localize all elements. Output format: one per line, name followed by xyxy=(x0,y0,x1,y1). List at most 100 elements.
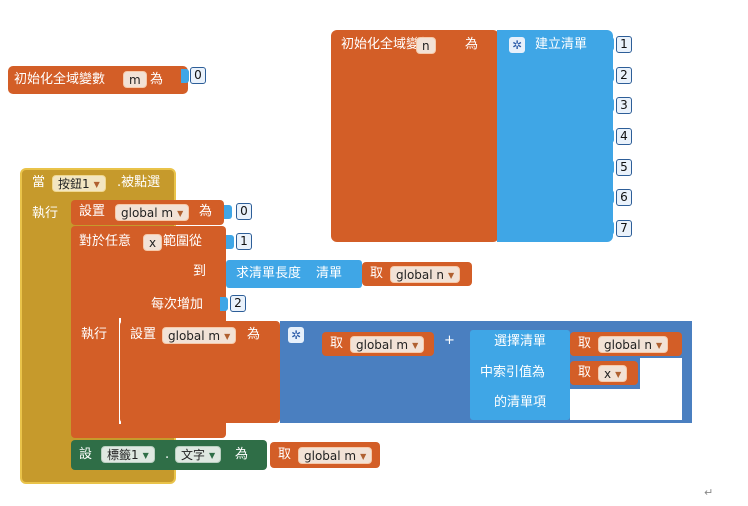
component-name: 按鈕1 xyxy=(58,177,90,191)
init-global-m-block[interactable]: 初始化全域變數 m 為 xyxy=(8,66,188,94)
set-label-text-block[interactable]: 設 標籤1▼ . 文字▼ 為 xyxy=(71,440,267,470)
range-label: 範圍從 xyxy=(163,234,203,249)
list-item-blank xyxy=(570,389,682,420)
get-label: 取 xyxy=(370,266,384,281)
number-0[interactable]: 0 xyxy=(236,203,252,220)
init-label: 初始化全域變數 xyxy=(341,37,433,52)
set-label: 設 xyxy=(79,447,93,462)
corner-mark: ↵ xyxy=(704,486,714,499)
var-name: x xyxy=(604,367,612,381)
socket-connector xyxy=(224,205,232,219)
chevron-down-icon: ▼ xyxy=(224,332,231,341)
list-item-blank-2 xyxy=(640,358,682,389)
plus-sign: + xyxy=(444,333,455,348)
list-item-number[interactable]: 5 xyxy=(616,159,632,176)
socket-connector xyxy=(220,297,228,311)
get-global-n-block[interactable]: 取 global n▼ xyxy=(570,332,682,356)
number-0[interactable]: 0 xyxy=(190,67,206,84)
var-name: global n xyxy=(396,268,445,282)
item-label: 的清單項 xyxy=(494,395,547,410)
chevron-down-icon: ▼ xyxy=(360,452,367,461)
select-label: 選擇清單 xyxy=(494,334,547,349)
list-item-number[interactable]: 7 xyxy=(616,220,632,237)
dot: . xyxy=(165,447,170,462)
as-label: 為 xyxy=(235,447,249,462)
as-label: 為 xyxy=(150,72,164,87)
step-2[interactable]: 2 xyxy=(230,295,246,312)
socket-connector xyxy=(606,190,614,204)
make-list-label: 建立清單 xyxy=(535,37,588,52)
get-global-m-block[interactable]: 取 global m▼ xyxy=(270,442,380,468)
length-of-list-block[interactable]: 求清單長度 清單 xyxy=(226,260,362,288)
property-dropdown[interactable]: 文字▼ xyxy=(175,446,222,463)
var-dropdown[interactable]: x▼ xyxy=(598,365,628,382)
get-label: 取 xyxy=(330,336,344,351)
chevron-down-icon: ▼ xyxy=(615,370,622,379)
socket-connector xyxy=(606,160,614,174)
as-label: 為 xyxy=(465,37,479,52)
property-name: 文字 xyxy=(181,448,206,462)
as-label: 為 xyxy=(247,327,261,342)
make-list-block[interactable]: ✲ 建立清單 xyxy=(497,30,613,242)
list-item-number[interactable]: 6 xyxy=(616,189,632,206)
socket-connector xyxy=(606,98,614,112)
component-name: 標籤1 xyxy=(107,448,139,462)
index-label: 中索引值為 xyxy=(480,365,546,380)
var-dropdown[interactable]: global n▼ xyxy=(598,336,669,353)
select-list-item-block[interactable]: 選擇清單 中索引值為 的清單項 xyxy=(470,330,570,420)
get-label: 取 xyxy=(578,336,592,351)
chevron-down-icon: ▼ xyxy=(177,209,184,218)
var-dropdown[interactable]: global n▼ xyxy=(390,266,461,283)
get-global-m-block[interactable]: 取 global m▼ xyxy=(322,332,434,356)
var-dropdown[interactable]: global m▼ xyxy=(298,447,373,464)
var-name: global m xyxy=(304,449,357,463)
chevron-down-icon: ▼ xyxy=(209,451,216,460)
get-label: 取 xyxy=(278,447,292,462)
gear-icon[interactable]: ✲ xyxy=(288,327,304,343)
loop-var-x[interactable]: x xyxy=(143,234,163,251)
socket-connector xyxy=(606,68,614,82)
range-from-1[interactable]: 1 xyxy=(236,233,252,250)
socket-connector xyxy=(181,69,189,83)
component-dropdown[interactable]: 標籤1▼ xyxy=(101,446,155,463)
do-label: 執行 xyxy=(81,327,108,342)
list-item-number[interactable]: 4 xyxy=(616,128,632,145)
step-label: 每次增加 xyxy=(151,297,204,312)
get-global-n-block[interactable]: 取 global n▼ xyxy=(362,262,472,286)
gear-icon[interactable]: ✲ xyxy=(509,37,525,53)
socket-connector xyxy=(606,221,614,235)
socket-connector xyxy=(606,37,614,51)
chevron-down-icon: ▼ xyxy=(448,271,455,280)
var-name-n[interactable]: n xyxy=(416,37,436,54)
var-dropdown[interactable]: global m▼ xyxy=(162,327,237,344)
as-label: 為 xyxy=(199,204,213,219)
var-name: global m xyxy=(356,338,409,352)
component-dropdown[interactable]: 按鈕1▼ xyxy=(52,175,106,192)
set-global-m-block[interactable]: 設置 global m▼ 為 xyxy=(71,200,224,225)
get-label: 取 xyxy=(578,365,592,380)
list-item-number[interactable]: 3 xyxy=(616,97,632,114)
to-label: 到 xyxy=(193,264,207,279)
inner-set-global-m-block[interactable]: 設置 global m▼ 為 xyxy=(120,321,280,423)
chevron-down-icon: ▼ xyxy=(142,451,149,460)
set-label: 設置 xyxy=(130,327,157,342)
var-name: global n xyxy=(604,338,653,352)
list-label: 清單 xyxy=(316,266,343,281)
init-global-n-block[interactable]: 初始化全域變數 n 為 xyxy=(331,30,499,242)
init-label: 初始化全域變數 xyxy=(14,72,106,87)
length-label: 求清單長度 xyxy=(236,266,302,281)
chevron-down-icon: ▼ xyxy=(656,341,663,350)
var-name: global m xyxy=(121,206,174,220)
var-dropdown[interactable]: global m▼ xyxy=(350,336,425,353)
do-label: 執行 xyxy=(32,206,59,221)
chevron-down-icon: ▼ xyxy=(93,180,100,189)
socket-connector xyxy=(606,129,614,143)
event-label: .被點選 xyxy=(117,175,161,190)
var-dropdown[interactable]: global m▼ xyxy=(115,204,190,221)
list-item-number[interactable]: 1 xyxy=(616,36,632,53)
var-name-m[interactable]: m xyxy=(123,71,147,88)
chevron-down-icon: ▼ xyxy=(412,341,419,350)
get-x-block[interactable]: 取 x▼ xyxy=(570,361,638,385)
var-name: global m xyxy=(168,329,221,343)
list-item-number[interactable]: 2 xyxy=(616,67,632,84)
